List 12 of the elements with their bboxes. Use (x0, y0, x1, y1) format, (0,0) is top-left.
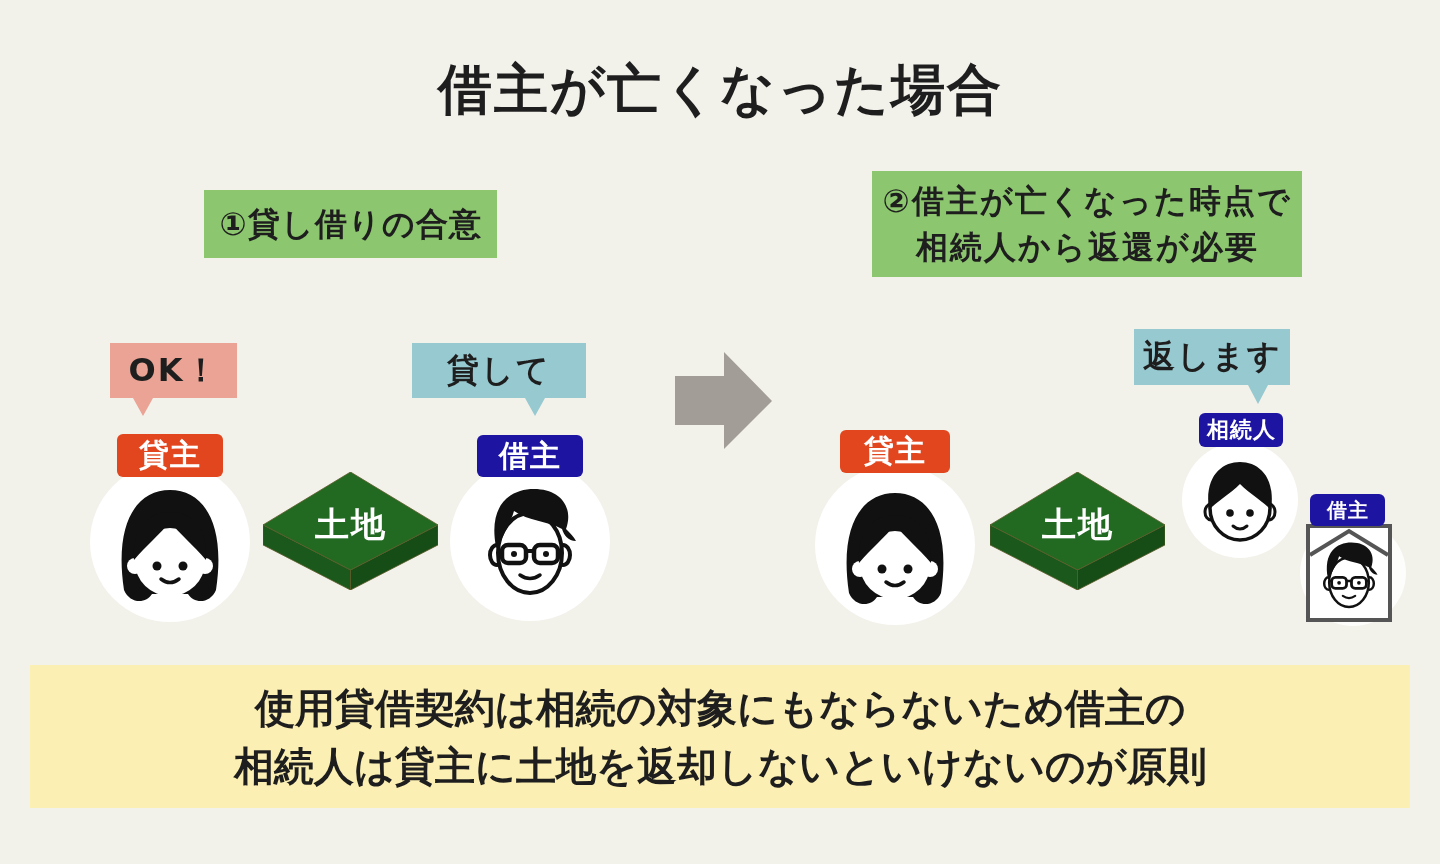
speech-bubble: OK！ (110, 343, 237, 416)
role-tag: 借主 (477, 435, 583, 477)
role-tag: 借主 (1310, 494, 1385, 526)
step-banner: ②借主が亡くなった時点で相続人から返還が必要 (872, 171, 1302, 277)
role-tag: 相続人 (1199, 413, 1283, 447)
role-tag: 貸主 (117, 434, 223, 477)
speech-bubble: 貸して (412, 343, 586, 416)
speech-bubble: 返します (1134, 329, 1290, 404)
role-tag: 貸主 (840, 430, 950, 473)
step-banner: ①貸し借りの合意 (204, 190, 497, 258)
note-banner: 使用貸借契約は相続の対象にもならないため借主の相続人は貸主に土地を返却しないといけないのが原則 (30, 665, 1410, 808)
page-title: 借主が亡くなった場合 (435, 58, 1004, 123)
